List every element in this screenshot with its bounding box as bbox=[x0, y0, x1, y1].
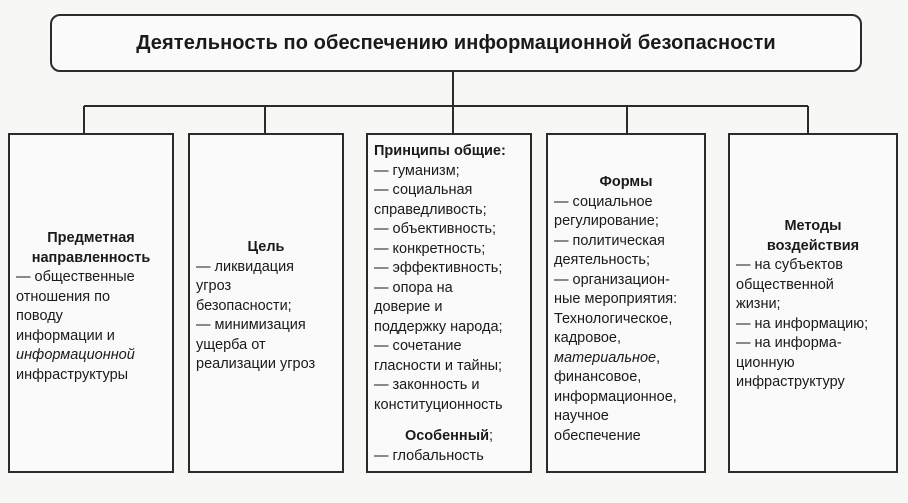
goal-line: угроз bbox=[196, 278, 232, 294]
forms-line: — политическая bbox=[554, 232, 665, 249]
goal-line: — минимизация bbox=[196, 317, 306, 333]
principles-line: поддержку народа; bbox=[374, 318, 503, 335]
principles-line: конституционность bbox=[374, 396, 503, 413]
direction-text: — общественные отношения по поводу инфор… bbox=[16, 268, 166, 385]
forms-line: ные мероприятия: bbox=[554, 291, 678, 307]
methods-heading-line: воздействия bbox=[766, 237, 860, 254]
forms-line: научное bbox=[554, 408, 609, 424]
principles-line: — социальная bbox=[374, 182, 473, 198]
methods-line: ционную bbox=[736, 354, 795, 371]
principles-heading: Принципы общие: bbox=[374, 143, 506, 159]
methods-line: — на информа- bbox=[736, 335, 842, 351]
principles-line: — гуманизм; bbox=[374, 162, 460, 179]
methods-heading: Методы воздействия bbox=[736, 217, 890, 256]
principles-line: — законность и bbox=[374, 377, 480, 393]
direction-heading: Предметная направленность bbox=[16, 229, 166, 268]
methods-line: жизни; bbox=[736, 296, 781, 312]
goal-line: безопасности; bbox=[196, 297, 292, 314]
methods-text: — на субъектов общественной жизни; — на … bbox=[736, 256, 890, 393]
goal-heading: Цель bbox=[247, 239, 285, 255]
forms-italic-row: материальное, bbox=[554, 349, 698, 369]
principles-line: доверие и bbox=[374, 299, 443, 315]
direction-heading-line: направленность bbox=[31, 249, 151, 266]
principles-text: — гуманизм; — социальная справедливость;… bbox=[374, 162, 524, 416]
box-forms: Формы — социальное регулирование; — поли… bbox=[546, 133, 706, 473]
special-heading-text: Особенный bbox=[404, 428, 489, 444]
principles-line: — сочетание bbox=[374, 338, 462, 354]
special-principle-text: — глобальность bbox=[374, 447, 524, 467]
methods-heading-line: Методы bbox=[784, 218, 842, 234]
methods-line: общественной bbox=[736, 276, 834, 293]
direction-heading-line: Предметная bbox=[47, 230, 135, 246]
principles-line: — объективность; bbox=[374, 221, 497, 237]
forms-heading: Формы bbox=[599, 174, 653, 190]
forms-line: информационное, bbox=[554, 388, 677, 405]
direction-italic-line: информационной bbox=[16, 347, 135, 363]
forms-line: финансовое, bbox=[554, 369, 642, 385]
goal-line: ущерба от bbox=[196, 336, 266, 353]
title-box: Деятельность по обеспечению информационн… bbox=[50, 14, 862, 72]
box-goal: Цель — ликвидация угроз безопасности; — … bbox=[188, 133, 344, 473]
methods-line: — на субъектов bbox=[736, 257, 843, 273]
forms-line: — социальное bbox=[554, 193, 653, 210]
forms-line: кадровое, bbox=[554, 330, 622, 346]
special-heading-punct: ; bbox=[489, 428, 494, 444]
box-principles: Принципы общие: — гуманизм; — социальная… bbox=[366, 133, 532, 473]
forms-line: Технологическое, bbox=[554, 310, 673, 327]
box-direction: Предметная направленность — общественные… bbox=[8, 133, 174, 473]
direction-line: поводу bbox=[16, 308, 63, 324]
direction-line: инфраструктуры bbox=[16, 366, 129, 383]
goal-line: — ликвидация bbox=[196, 258, 295, 275]
forms-line: регулирование; bbox=[554, 213, 659, 229]
principles-line: справедливость; bbox=[374, 201, 487, 218]
box-methods: Методы воздействия — на субъектов общест… bbox=[728, 133, 898, 473]
goal-text: — ликвидация угроз безопасности; — миним… bbox=[196, 258, 336, 375]
direction-line: отношения по bbox=[16, 288, 111, 305]
principles-line: — опора на bbox=[374, 279, 453, 296]
diagram-title: Деятельность по обеспечению информационн… bbox=[136, 31, 776, 54]
special-principle-line: — глобальность bbox=[374, 447, 484, 464]
forms-line: обеспечение bbox=[554, 427, 641, 444]
principles-line: гласности и тайны; bbox=[374, 357, 503, 374]
principles-line: — конкретность; bbox=[374, 240, 486, 257]
special-principle-heading: Особенный; bbox=[374, 427, 524, 447]
forms-line: деятельность; bbox=[554, 252, 650, 268]
methods-line: инфраструктуру bbox=[736, 374, 845, 390]
methods-line: — на информацию; bbox=[736, 315, 869, 332]
direction-line: — общественные bbox=[16, 269, 135, 285]
forms-italic-word: материальное bbox=[554, 349, 657, 366]
forms-italic-suffix: , bbox=[656, 349, 661, 366]
forms-line: — организацион- bbox=[554, 271, 670, 288]
goal-line: реализации угроз bbox=[196, 356, 316, 372]
forms-text: — социальное регулирование; — политическ… bbox=[554, 193, 698, 447]
direction-line: информации и bbox=[16, 327, 115, 344]
principles-line: — эффективность; bbox=[374, 260, 503, 276]
